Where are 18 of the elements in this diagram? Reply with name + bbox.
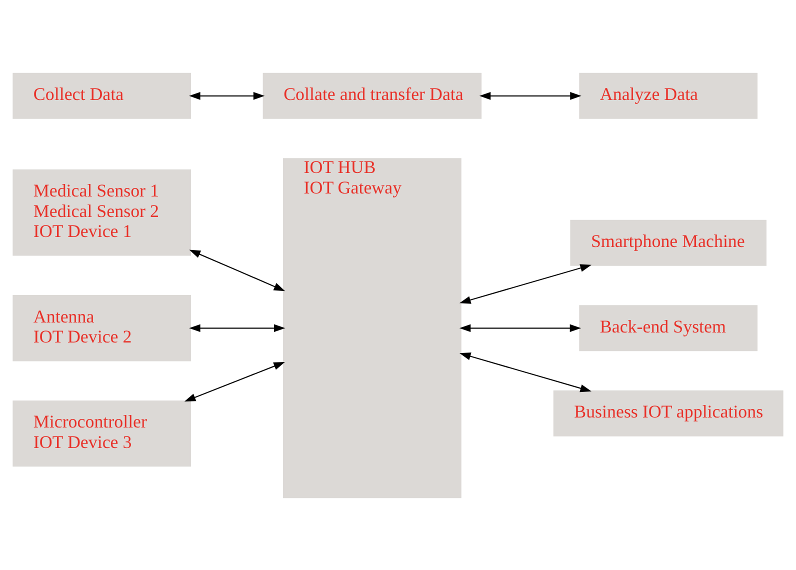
arrow xyxy=(459,264,592,304)
node-box: Business IOT applications xyxy=(553,390,784,436)
node-box: Medical Sensor 1 Medical Sensor 2 IOT Device 1 xyxy=(12,168,192,256)
node-box: Collect Data xyxy=(12,72,192,118)
node-box: Microcontroller IOT Device 3 xyxy=(12,400,192,466)
node-box: Collate and transfer Data xyxy=(262,72,482,118)
node-box: Back-end System xyxy=(579,304,758,351)
node-box: IOT HUB IOT Gateway xyxy=(283,158,462,498)
arrow xyxy=(189,249,286,291)
arrow xyxy=(184,362,285,402)
arrow xyxy=(459,324,582,332)
arrow xyxy=(189,92,265,100)
arrow xyxy=(479,92,582,100)
node-box: Smartphone Machine xyxy=(570,219,766,266)
node-box: Analyze Data xyxy=(579,72,758,118)
node-box: Antenna IOT Device 2 xyxy=(12,294,192,361)
arrow xyxy=(189,324,286,332)
arrow xyxy=(459,352,592,392)
